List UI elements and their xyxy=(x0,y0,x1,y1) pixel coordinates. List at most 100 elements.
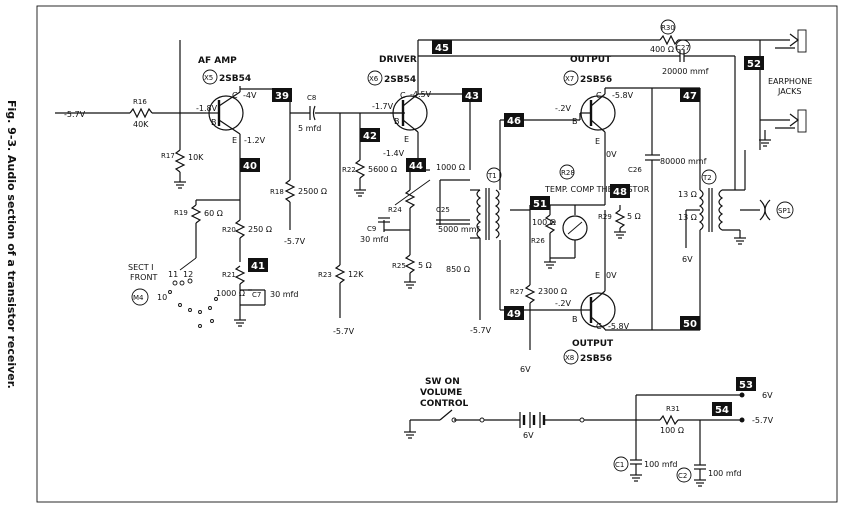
r25-value: 5 Ω xyxy=(418,261,432,270)
transformer-t2 xyxy=(698,188,724,232)
earphone-label-1: EARPHONE xyxy=(768,77,812,86)
c1-value: 100 mfd xyxy=(644,460,678,469)
x8-ref: X8 xyxy=(565,354,574,362)
node-46: 46 xyxy=(504,113,524,127)
r22-value: 5600 Ω xyxy=(368,165,397,174)
node-44: 44 xyxy=(406,158,426,172)
x5-part: 2SB54 xyxy=(219,74,251,84)
r18-value: 2500 Ω xyxy=(298,187,327,196)
c9-value: 30 mfd xyxy=(360,235,388,244)
transistor-x5 xyxy=(206,86,244,160)
r20-ref: R20 xyxy=(222,226,236,234)
r31-value: 100 Ω xyxy=(660,426,684,435)
svg-text:48: 48 xyxy=(613,187,627,198)
x8-collector-voltage: -5.8V xyxy=(608,322,630,331)
c1-ref: C1 xyxy=(615,461,624,469)
x5-emitter-voltage: -1.2V xyxy=(244,136,266,145)
x8-base-voltage: -.2V xyxy=(555,299,572,308)
earphone-jacks xyxy=(734,29,807,190)
switch-label-2: VOLUME xyxy=(420,388,462,398)
node53-voltage: 6V xyxy=(762,391,773,400)
x5-pin-c: C xyxy=(232,91,238,100)
node-48: 48 xyxy=(610,184,630,198)
r23-value: 12K xyxy=(348,270,364,279)
node49-6v-label: 6V xyxy=(520,365,531,374)
c2-ref: C2 xyxy=(678,472,687,480)
node-45: 45 xyxy=(432,40,452,54)
t1-supply-label: -5.7V xyxy=(470,326,492,335)
c7-value: 30 mfd xyxy=(270,290,298,299)
svg-text:44: 44 xyxy=(409,161,423,172)
x8-part: 2SB56 xyxy=(580,354,612,364)
r19-value: 60 Ω xyxy=(204,209,223,218)
r21-ref: R21 xyxy=(222,271,236,279)
c2-value: 100 mfd xyxy=(708,469,742,478)
r24-ref: R24 xyxy=(388,206,402,214)
figure-caption: Fig. 9-3. Audio section of a transistor … xyxy=(4,100,20,400)
svg-text:40: 40 xyxy=(243,161,257,172)
input-voltage-label: -5.7V xyxy=(64,110,86,119)
r30-ref: R30 xyxy=(661,24,675,32)
x6-base-voltage: -1.7V xyxy=(372,102,394,111)
svg-text:52: 52 xyxy=(747,59,761,70)
sect-label-1: SECT I xyxy=(128,263,154,272)
svg-text:47: 47 xyxy=(683,91,697,102)
x7-emitter-voltage: 0V xyxy=(606,150,617,159)
svg-text:43: 43 xyxy=(465,91,479,102)
t2-ref: T2 xyxy=(702,174,712,182)
r16-ref: R16 xyxy=(133,98,147,106)
r21-value: 1000 Ω xyxy=(216,289,245,298)
r24-value: 1000 Ω xyxy=(436,163,465,172)
r17-value: 10K xyxy=(188,153,204,162)
r23-ref: R23 xyxy=(318,271,332,279)
r31-ref: R31 xyxy=(666,405,680,413)
svg-text:46: 46 xyxy=(507,116,521,127)
t1-value: 850 Ω xyxy=(446,265,470,274)
r30-value: 400 Ω xyxy=(650,45,674,54)
node-50: 50 xyxy=(680,316,700,330)
switch-pos-10: 10 xyxy=(157,293,167,302)
x5-pin-b: B xyxy=(211,118,217,127)
section-switch xyxy=(168,257,218,328)
c7-ref: C7 xyxy=(252,291,261,299)
x6-part: 2SB54 xyxy=(384,75,416,85)
switch-label-3: CONTROL xyxy=(420,399,469,409)
r22-ref: R22 xyxy=(342,166,356,174)
transistor-x6 xyxy=(390,93,428,133)
diagram-frame xyxy=(36,5,838,503)
r27-ref: R27 xyxy=(510,288,524,296)
sp1-ref: SP1 xyxy=(778,207,791,215)
x7-ref: X7 xyxy=(565,75,574,83)
speaker-icon xyxy=(759,199,766,221)
r18-supply-label: -5.7V xyxy=(284,237,306,246)
sect-label-2: FRONT xyxy=(130,273,157,282)
r18-ref: R18 xyxy=(270,188,284,196)
svg-text:51: 51 xyxy=(533,199,547,210)
c26-value: 80000 mmf xyxy=(660,157,707,166)
c8-ref: C8 xyxy=(307,94,316,102)
transistor-x8 xyxy=(580,210,616,330)
x5-pin-e: E xyxy=(232,136,237,145)
c27-ref: C27 xyxy=(676,44,690,52)
x7-part: 2SB56 xyxy=(580,75,612,85)
svg-text:41: 41 xyxy=(251,261,265,272)
switch-pos-11: 11 xyxy=(168,270,178,279)
x6-pin-c: C xyxy=(400,91,406,100)
x8-emitter-voltage: 0V xyxy=(606,271,617,280)
r26-value: 100 Ω xyxy=(532,218,556,227)
earphone-label-2: JACKS xyxy=(777,87,801,96)
x7-collector-voltage: -5.8V xyxy=(612,91,634,100)
output-bottom-label: OUTPUT xyxy=(572,339,614,349)
node54-voltage: -5.7V xyxy=(752,416,774,425)
svg-text:39: 39 xyxy=(275,91,289,102)
c25-value: 5000 mmf xyxy=(438,225,479,234)
r17-ref: R17 xyxy=(161,152,175,160)
x7-base-voltage: -.2V xyxy=(555,104,572,113)
node-52: 52 xyxy=(744,56,764,70)
r20-value: 250 Ω xyxy=(248,225,272,234)
x6-ref: X6 xyxy=(369,75,379,83)
t1-ref: T1 xyxy=(487,172,497,180)
x7-pin-c: C xyxy=(596,91,602,100)
c26-ref: C26 xyxy=(628,166,642,174)
x8-pin-c: C xyxy=(596,322,602,331)
